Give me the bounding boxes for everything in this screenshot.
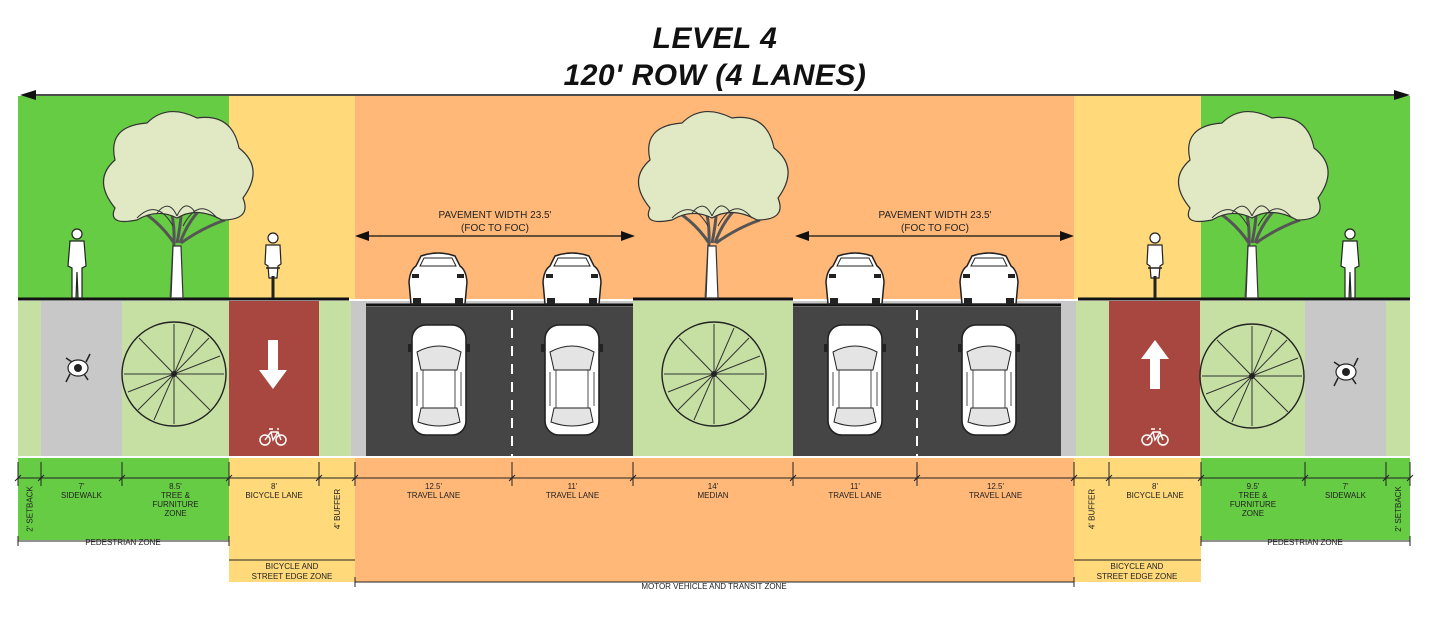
tree-icon — [661, 321, 767, 427]
pavement-width-right: PAVEMENT WIDTH 23.5' (FOC TO FOC) — [795, 210, 1074, 241]
pavement-width-left: PAVEMENT WIDTH 23.5' (FOC TO FOC) — [355, 210, 635, 241]
pavement-width-note: (FOC TO FOC) — [901, 223, 969, 234]
segment-label: 7' — [1343, 482, 1349, 491]
segment-label: 9.5' — [1247, 482, 1260, 491]
dimension-tick-mark — [118, 474, 126, 482]
dimension-tick-mark — [1406, 474, 1414, 482]
segment-label: ZONE — [1242, 509, 1264, 518]
bicycle-zone-label: BICYCLE AND — [266, 562, 319, 571]
zone-brackets: PEDESTRIAN ZONE PEDESTRIAN ZONE BICYCLE … — [17, 536, 1411, 591]
segment-label: TRAVEL LANE — [546, 491, 599, 500]
dimension-tick-mark — [315, 474, 323, 482]
segment-label: 12.5' — [987, 482, 1005, 491]
dimension-tick-mark — [225, 474, 233, 482]
dimension-tick-mark — [37, 474, 45, 482]
lane-arrow-icon — [259, 340, 287, 389]
segment-label: ZONE — [164, 509, 186, 518]
segment-label: 4' BUFFER — [333, 489, 342, 529]
bicycle-zone-right-bg — [1074, 96, 1201, 299]
title-line-2: 120' ROW (4 LANES) — [563, 59, 867, 92]
motor-zone-label: MOTOR VEHICLE AND TRANSIT ZONE — [641, 582, 786, 591]
segment-label: SIDEWALK — [61, 491, 103, 500]
segment-label: 8' — [1152, 482, 1158, 491]
segment-label: FURNITURE — [152, 500, 198, 509]
tree-icon — [1199, 323, 1305, 429]
curb-right-plan — [1061, 301, 1076, 456]
title-line-1: LEVEL 4 — [652, 22, 778, 55]
dimension-tick-mark — [1105, 474, 1113, 482]
pavement-width-label: PAVEMENT WIDTH 23.5' — [878, 210, 991, 221]
segment-label: BICYCLE LANE — [1126, 491, 1183, 500]
dimension-tick-mark — [1382, 474, 1390, 482]
dimension-tick-mark — [1070, 474, 1078, 482]
setback-left-plan — [18, 301, 41, 456]
pedestrian-zone-label: PEDESTRIAN ZONE — [85, 538, 161, 547]
row-dimension-arrow — [20, 90, 1410, 100]
dimension-tick-mark — [351, 474, 359, 482]
bicycle-zone-label: BICYCLE AND — [1111, 562, 1164, 571]
pavement-width-label: PAVEMENT WIDTH 23.5' — [438, 210, 551, 221]
segment-label: TREE & — [1239, 491, 1269, 500]
segment-label: 14' — [708, 482, 719, 491]
segment-label: 12.5' — [425, 482, 443, 491]
dimension-tick-mark — [789, 474, 797, 482]
dimension-tick-mark — [1197, 474, 1205, 482]
dimension-tick-mark — [508, 474, 516, 482]
bicycle-zone-left-dim — [229, 458, 355, 582]
car-icon — [407, 324, 471, 436]
segment-label: 2' SETBACK — [1394, 486, 1403, 532]
segment-label: 8.5' — [169, 482, 182, 491]
setback-right-plan — [1386, 301, 1410, 456]
dimension-tick-mark — [629, 474, 637, 482]
segment-label: 2' SETBACK — [26, 486, 35, 532]
buffer-right-plan — [1076, 301, 1109, 456]
segment-label: TRAVEL LANE — [407, 491, 460, 500]
ground-line — [18, 297, 1410, 307]
segment-label: TREE & — [161, 491, 191, 500]
car-icon — [823, 324, 887, 436]
segment-label: FURNITURE — [1230, 500, 1276, 509]
segment-label: TRAVEL LANE — [828, 491, 881, 500]
sidewalk-left-plan — [41, 301, 122, 456]
motor-zone-dim — [355, 458, 1074, 582]
bicycle-zone-left-bg — [229, 96, 355, 299]
segment-label: 11' — [568, 482, 578, 491]
bicycle-zone-label: STREET EDGE ZONE — [1097, 572, 1178, 581]
dimension-tick-mark — [1301, 474, 1309, 482]
dimension-tick-mark — [913, 474, 921, 482]
segment-label: TRAVEL LANE — [969, 491, 1022, 500]
curb-left-plan — [351, 301, 366, 456]
buffer-left-plan — [319, 301, 351, 456]
segment-label: SIDEWALK — [1325, 491, 1367, 500]
segment-label: 11' — [850, 482, 860, 491]
pedestrian-zone-left-dim — [18, 458, 229, 540]
bicycle-zone-right-dim — [1074, 458, 1201, 582]
dimension-zone-backgrounds — [18, 458, 1410, 582]
segment-label: BICYCLE LANE — [245, 491, 302, 500]
segment-label: 7' — [79, 482, 85, 491]
lane-arrow-icon — [1141, 340, 1169, 389]
bicycle-zone-label: STREET EDGE ZONE — [252, 572, 333, 581]
pedestrian-zone-label: PEDESTRIAN ZONE — [1267, 538, 1343, 547]
segment-label: 4' BUFFER — [1088, 489, 1097, 529]
segment-label: MEDIAN — [697, 491, 728, 500]
pavement-width-note: (FOC TO FOC) — [461, 223, 529, 234]
tree-icon — [121, 321, 227, 427]
car-icon — [957, 324, 1021, 436]
car-icon — [540, 324, 604, 436]
dimension-tick-mark — [14, 474, 22, 482]
segment-label: 8' — [271, 482, 277, 491]
